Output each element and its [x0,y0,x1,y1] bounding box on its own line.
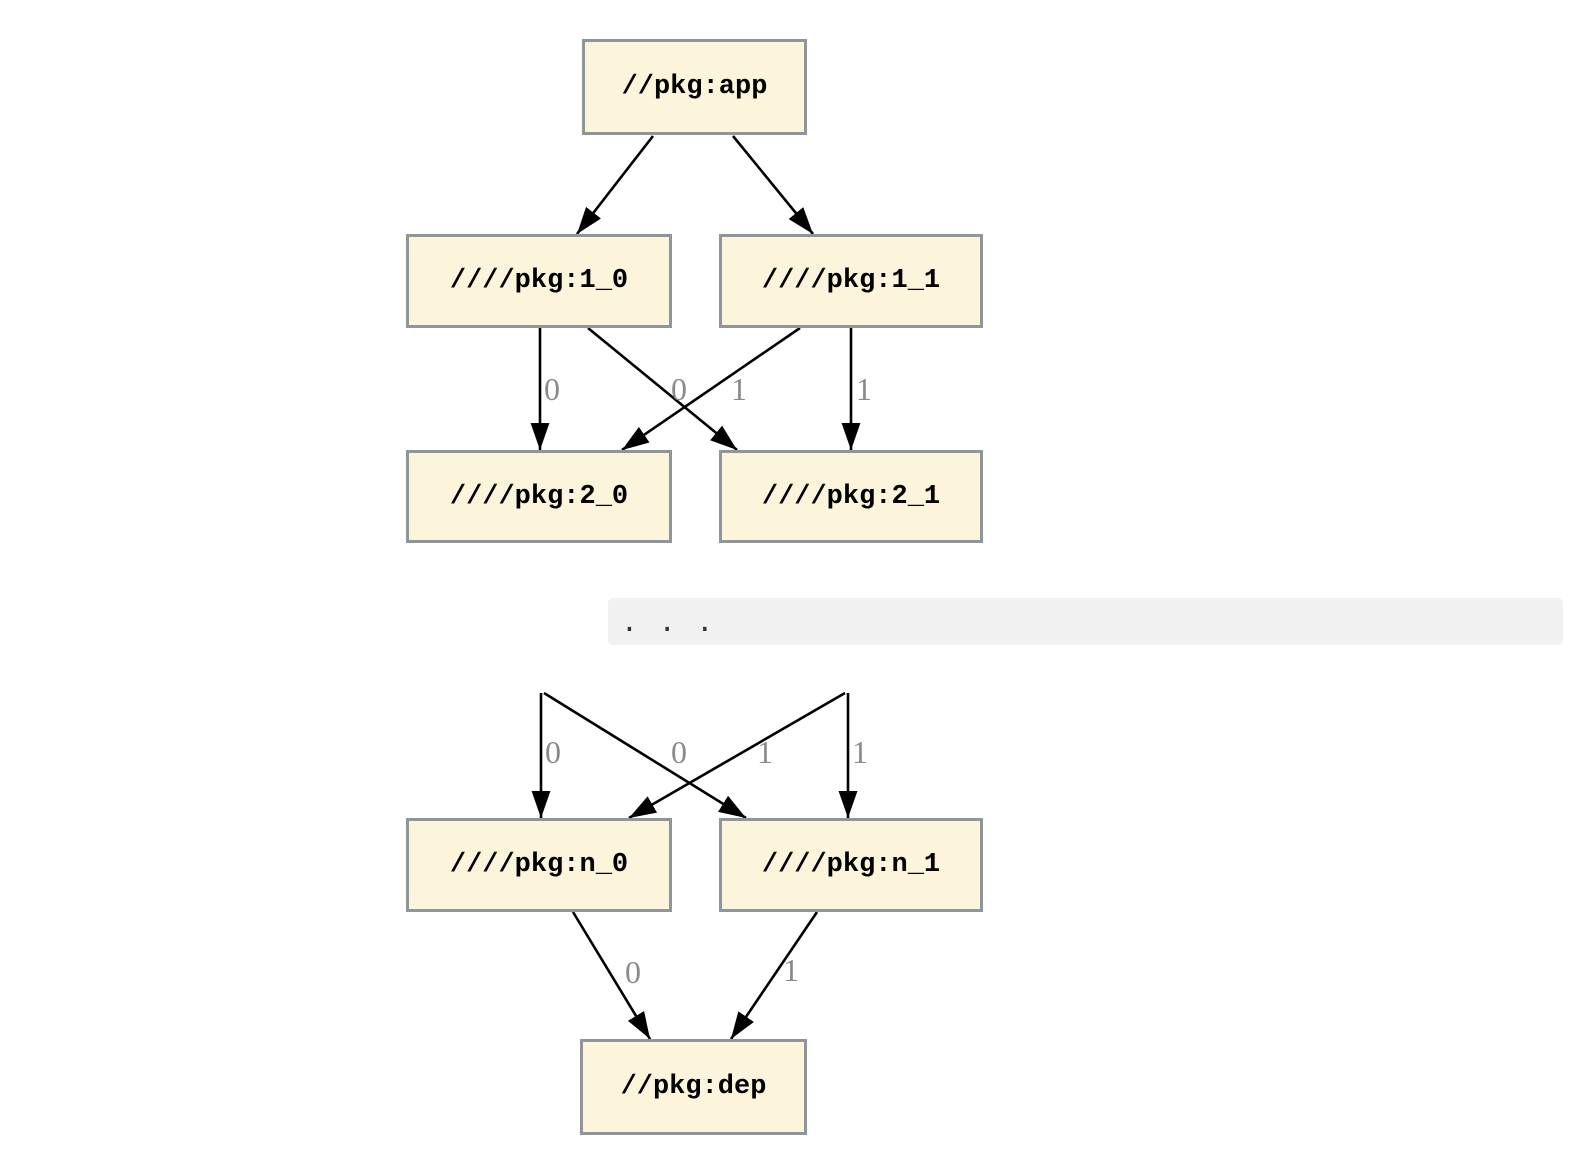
edge-label-1-0-to-2-0: 0 [544,371,560,407]
node-pkg-2-1-label: ////pkg:2_1 [761,481,941,512]
edge-elided-to-n-1-cross [543,691,747,820]
edge-1-0-to-2-1 [587,326,738,452]
edge-label-1-1-to-2-1: 1 [856,371,872,407]
node-pkg-1-0-label: ////pkg:1_0 [449,266,629,296]
node-pkg-1-0: ////pkg:1_0 [406,234,672,328]
node-pkg-app: //pkg:app [582,39,807,135]
node-pkg-n-1-label: ////pkg:n_1 [761,850,941,880]
edge-n-1-to-dep [729,911,819,1040]
edge-label-elided-to-n-0-straight: 0 [545,734,561,770]
edge-n-0-to-dep [571,911,652,1040]
edge-label-n-0-to-dep: 0 [625,954,641,990]
edge-label-elided-to-n-1-cross: 1 [757,734,773,770]
edge-label-elided-to-n-0-cross: 0 [671,734,687,770]
edge-1-1-to-2-0 [621,326,801,452]
edge-label-n-1-to-dep: 1 [783,952,799,988]
edge-elided-to-n-0-cross [628,691,846,820]
node-pkg-1-1-label: ////pkg:1_1 [761,266,941,296]
node-pkg-dep-label: //pkg:dep [620,1072,767,1102]
node-pkg-2-0-label: ////pkg:2_0 [449,481,629,512]
edge-app-to-1-0 [575,135,655,235]
node-pkg-n-1: ////pkg:n_1 [719,818,983,912]
ellipsis-dots: . . . [621,605,716,638]
ellipsis-band: . . . [608,598,1563,645]
edge-app-to-1-1 [731,135,815,235]
node-pkg-2-1: ////pkg:2_1 [719,450,983,543]
node-pkg-dep: //pkg:dep [580,1039,807,1135]
node-pkg-1-1: ////pkg:1_1 [719,234,983,328]
node-pkg-app-label: //pkg:app [621,72,768,102]
edge-label-1-1-to-2-0: 0 [671,371,687,407]
node-pkg-n-0-label: ////pkg:n_0 [449,850,629,880]
node-pkg-2-0: ////pkg:2_0 [406,450,672,543]
edge-label-1-0-to-2-1: 1 [731,371,747,407]
node-pkg-n-0: ////pkg:n_0 [406,818,672,912]
edge-label-elided-to-n-1-straight: 1 [852,734,868,770]
